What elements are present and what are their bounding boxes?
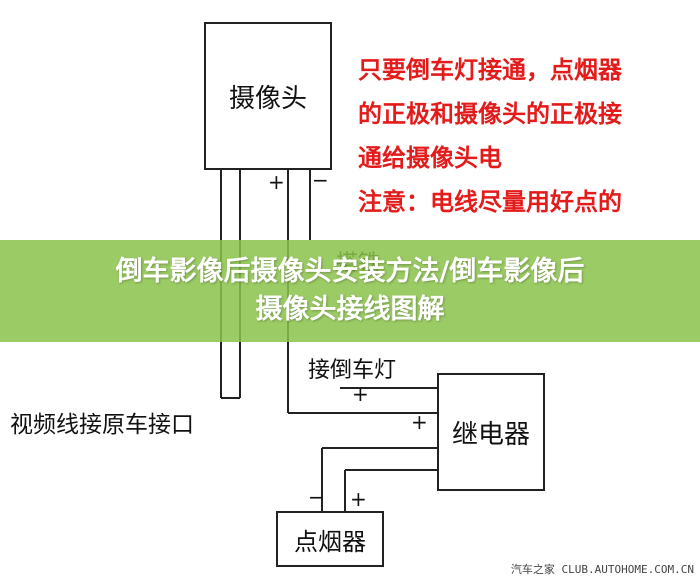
video-line-label: 视频线接原车接口 <box>10 412 194 438</box>
lighter-plus-sign: + <box>350 487 367 511</box>
instruction-note: 只要倒车灯接通，点烟器 的正极和摄像头的正极接 通给摄像头电 注意：电线尽量用好… <box>358 48 693 224</box>
lighter-box: 点烟器 <box>276 511 384 567</box>
camera-box: 摄像头 <box>204 22 332 170</box>
relay-plus-sign: + <box>411 410 428 434</box>
lighter-label: 点烟器 <box>294 527 366 556</box>
banner-title-line-1: 倒车影像后摄像头安装方法/倒车影像后 <box>115 256 585 287</box>
relay-label: 继电器 <box>451 419 530 450</box>
camera-plus-sign: + <box>268 170 285 194</box>
camera-minus-sign: − <box>312 168 329 192</box>
site-watermark: 汽车之家 CLUB.AUTOHOME.COM.CN <box>510 563 694 576</box>
banner-title-line-2: 摄像头接线图解 <box>255 294 445 325</box>
note-line-2: 的正极和摄像头的正极接 <box>358 100 622 128</box>
lighter-minus-sign: − <box>308 485 325 509</box>
relay-box: 继电器 <box>437 373 545 491</box>
note-line-4: 注意：电线尽量用好点的 <box>358 188 622 216</box>
reverse-plus-sign: + <box>352 382 369 406</box>
camera-label: 摄像头 <box>228 83 307 114</box>
title-banner: 倒车影像后摄像头安装方法/倒车影像后 摄像头接线图解 <box>0 240 700 342</box>
note-line-3: 通给摄像头电 <box>358 144 502 172</box>
note-line-1: 只要倒车灯接通，点烟器 <box>358 56 622 84</box>
reverse-light-label: 接倒车灯 <box>308 358 397 383</box>
